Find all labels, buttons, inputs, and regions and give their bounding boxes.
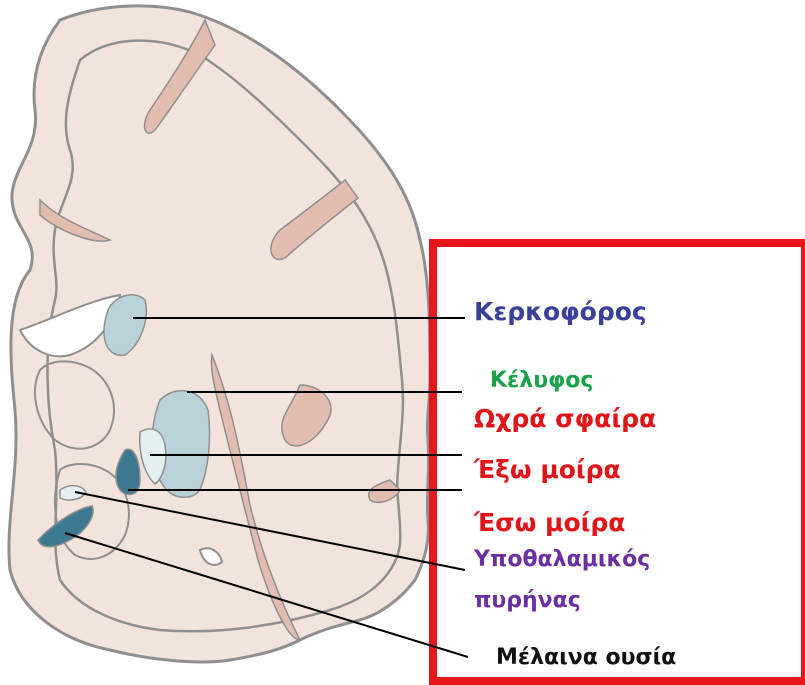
label-caudate: Κερκοφόρος	[474, 299, 647, 324]
label-internal-segment: Έσω μοίρα	[474, 510, 625, 535]
label-putamen: Κέλυφος	[490, 370, 593, 392]
label-subthalamic-line1: Υποθαλαμικός	[474, 549, 650, 571]
label-globus-pallidus: Ωχρά σφαίρα	[474, 406, 656, 431]
label-subthalamic-line2: πυρήνας	[474, 590, 581, 612]
label-external-segment: Έξω μοίρα	[474, 457, 621, 482]
label-substantia-nigra: Μέλαινα ουσία	[496, 647, 676, 669]
